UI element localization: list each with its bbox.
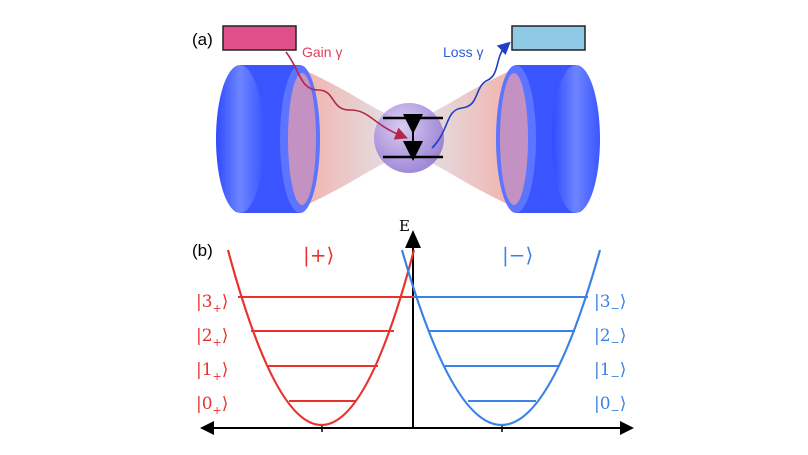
gain-reservoir-icon bbox=[222, 25, 297, 51]
energy-axis-arrow-icon bbox=[405, 230, 421, 248]
minus-level-2-label: |2−⟩ bbox=[594, 326, 626, 349]
plus-branch-label: |+⟩ bbox=[303, 243, 334, 268]
panel-b-label: (b) bbox=[192, 241, 213, 260]
atom-icon bbox=[374, 103, 444, 173]
plus-level-0-label: |0+⟩ bbox=[196, 394, 228, 417]
loss-reservoir-icon bbox=[511, 25, 586, 51]
loss-arrow bbox=[431, 41, 511, 149]
panel-a-label: (a) bbox=[192, 30, 213, 49]
energy-axis-label: E bbox=[399, 217, 410, 235]
minus-level-3-label: |3−⟩ bbox=[594, 292, 626, 315]
loss-label: Loss γ bbox=[443, 44, 483, 60]
minus-branch-label: |−⟩ bbox=[502, 243, 533, 268]
gain-label: Gain γ bbox=[302, 44, 342, 60]
minus-parabola bbox=[400, 249, 602, 427]
minus-level-0-label: |0−⟩ bbox=[594, 394, 626, 417]
plus-level-2-label: |2+⟩ bbox=[196, 326, 228, 349]
left-mirror-icon bbox=[216, 65, 320, 213]
gain-arrow bbox=[285, 51, 408, 140]
plus-level-3-label: |3+⟩ bbox=[196, 292, 228, 315]
plus-level-1-label: |1+⟩ bbox=[196, 360, 228, 383]
right-mirror-icon bbox=[496, 65, 600, 213]
axis-arrow-left-icon bbox=[200, 421, 214, 435]
plus-parabola bbox=[226, 249, 416, 427]
axis-arrow-right-icon bbox=[620, 421, 634, 435]
minus-level-1-label: |1−⟩ bbox=[594, 360, 626, 383]
